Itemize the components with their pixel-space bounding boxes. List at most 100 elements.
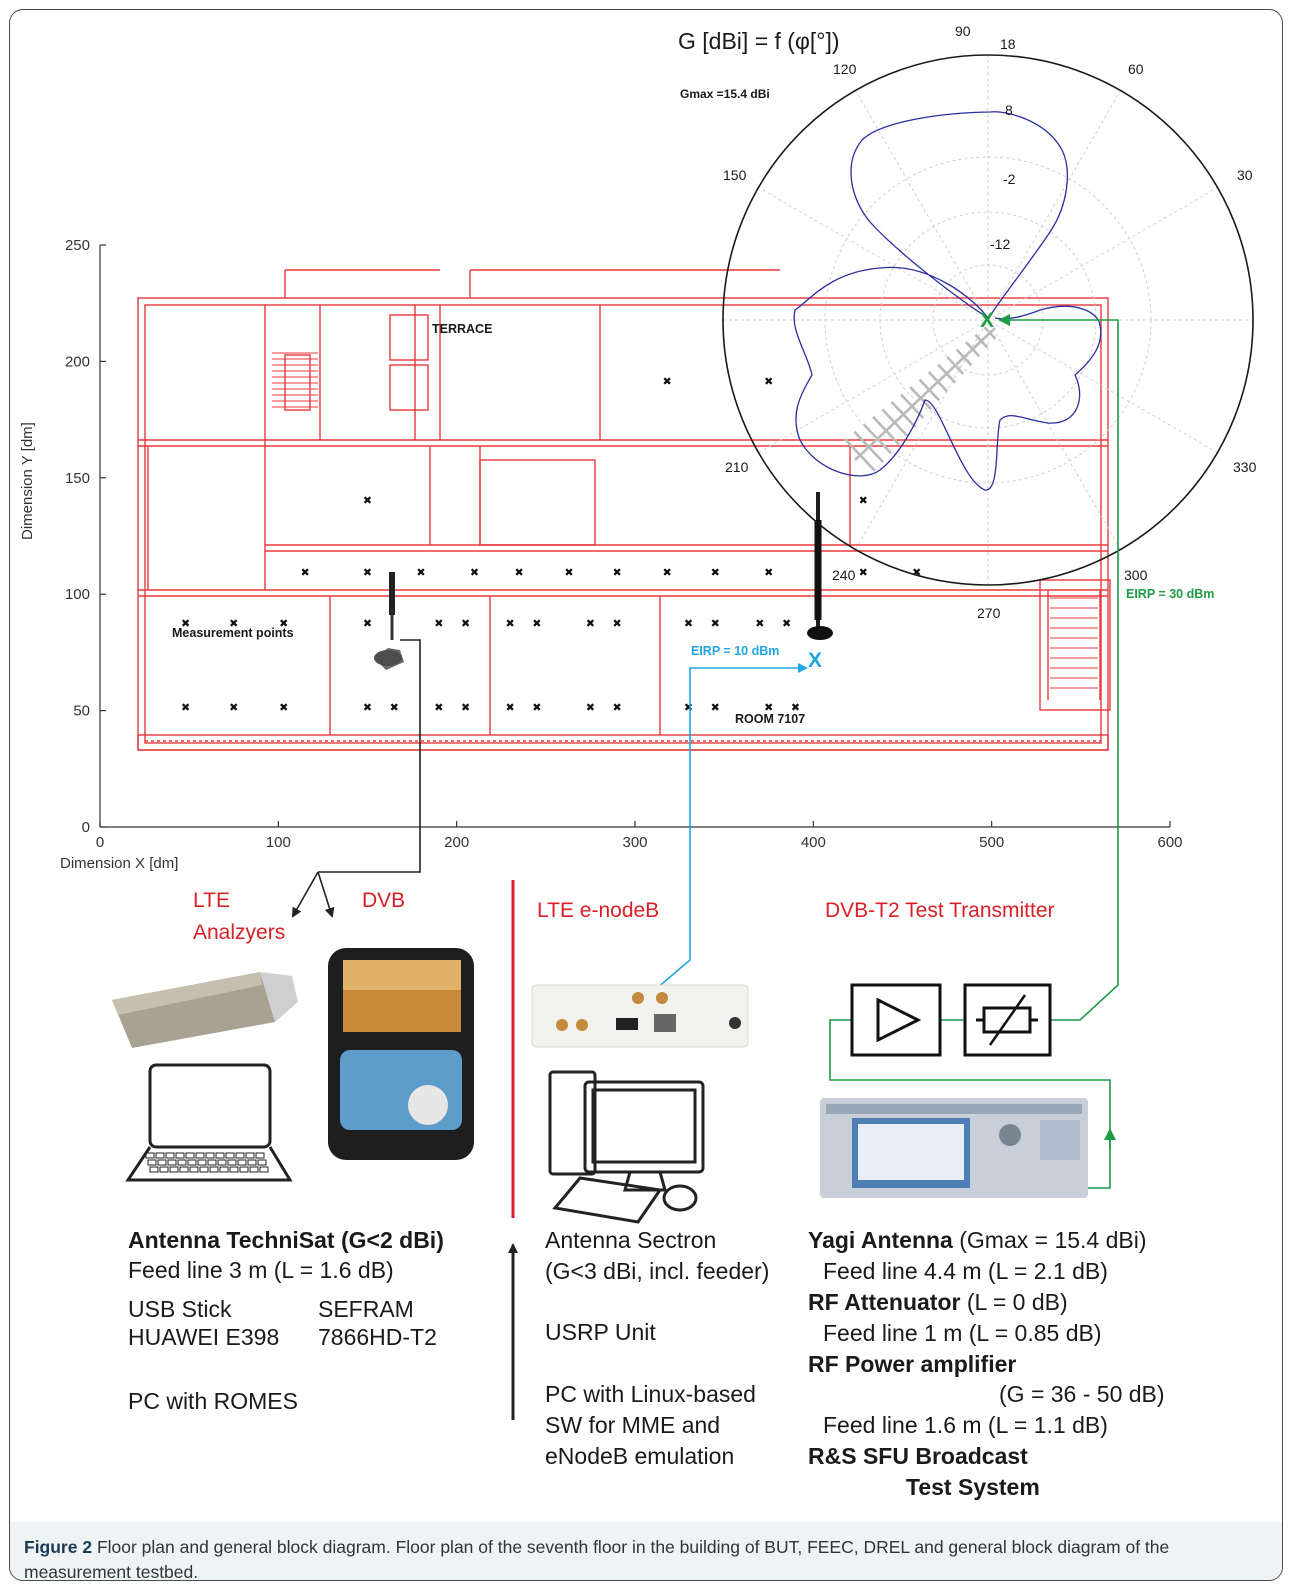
- y-tick-label: 150: [65, 470, 90, 487]
- x-tick-label: 500: [979, 834, 1004, 851]
- keyboard-key: [147, 1159, 157, 1166]
- sfu-to-amp-line: [829, 1019, 1111, 1150]
- keyboard-key: [197, 1159, 207, 1166]
- yagi-element: [983, 326, 997, 340]
- sefram-line1: SEFRAM: [318, 1296, 414, 1322]
- lte-enodeb-title: LTE e-nodeB: [537, 899, 660, 922]
- eirp-dvb-label: EIRP = 30 dBm: [1126, 587, 1215, 601]
- amplifier-gain: (G = 36 - 50 dB): [999, 1381, 1165, 1407]
- yagi-element: [890, 400, 917, 428]
- measurement-point: ✖: [912, 566, 921, 579]
- yagi-element: [918, 378, 941, 402]
- measurement-point: ✖: [613, 566, 622, 579]
- dvb-feed-line: [998, 314, 1119, 1021]
- measurement-point: ✖: [506, 701, 515, 714]
- measurement-point: ✖: [532, 701, 541, 714]
- y-tick-label: 50: [73, 703, 90, 720]
- attenuator-feed: Feed line 1 m (L = 0.85 dB): [823, 1320, 1102, 1346]
- dvb-title: DVB: [362, 889, 406, 912]
- measurement-point: ✖: [782, 617, 791, 630]
- measurement-point: ✖: [684, 617, 693, 630]
- keyboard-key: [187, 1159, 197, 1166]
- measurement-point: ✖: [764, 701, 773, 714]
- keyboard-key: [259, 1166, 269, 1173]
- usrp-unit-image: [531, 984, 749, 1048]
- x-tick-label: 200: [444, 834, 469, 851]
- lte-analyzers-title-1: LTE: [193, 889, 230, 912]
- measurement-point: ✖: [461, 701, 470, 714]
- x-tick-label: 100: [266, 834, 291, 851]
- polar-title: G [dBi] = f (φ[°]): [678, 28, 840, 54]
- sectron-line2: (G<3 dBi, incl. feeder): [545, 1258, 770, 1284]
- yagi-element: [909, 386, 933, 411]
- keyboard-key: [179, 1166, 189, 1173]
- sfu-test-system-image: [820, 1098, 1088, 1198]
- lte-analyzers-title-2: Analzyers: [193, 921, 286, 944]
- yagi-feed: Feed line 4.4 m (L = 2.1 dB): [823, 1258, 1108, 1284]
- keyboard-key: [155, 1152, 165, 1159]
- x-axis-label: Dimension X [dm]: [60, 855, 179, 872]
- measurement-point: ✖: [662, 375, 671, 388]
- keyboard-key: [159, 1166, 169, 1173]
- yagi-antenna: [844, 326, 997, 472]
- yagi-element: [853, 430, 884, 463]
- keyboard-key: [145, 1152, 155, 1159]
- amplifier-feed: Feed line 1.6 m (L = 1.1 dB): [823, 1412, 1108, 1438]
- measurement-point: ✖: [279, 617, 288, 630]
- angle-210: 210: [725, 459, 749, 475]
- keyboard-key: [199, 1166, 209, 1173]
- technisat-feed: Feed line 3 m (L = 1.6 dB): [128, 1257, 394, 1283]
- measurement-point: ✖: [229, 701, 238, 714]
- yagi-gain: (Gmax = 15.4 dBi): [952, 1227, 1147, 1253]
- sefram-line2: 7866HD-T2: [318, 1324, 437, 1350]
- usb-stick-line1: USB Stick: [128, 1296, 232, 1322]
- yagi-element: [862, 423, 892, 455]
- measurement-point: ✖: [613, 701, 622, 714]
- y-tick-label: 200: [65, 353, 90, 370]
- radial-minus2: -2: [1003, 171, 1016, 187]
- measurement-point: ✖: [791, 701, 800, 714]
- keyboard-key: [235, 1152, 245, 1159]
- sectron-antenna: [807, 492, 833, 640]
- technisat-antenna-name: Antenna TechniSat (G<2 dBi): [128, 1227, 444, 1253]
- desktop-pc-image: [548, 1070, 705, 1224]
- measurement-point: ✖: [300, 566, 309, 579]
- dvb-tx-mark: X: [980, 309, 995, 332]
- pc-linux-line3: eNodeB emulation: [545, 1443, 735, 1469]
- angle-240: 240: [832, 567, 856, 583]
- eirp-lte-label: EIRP = 10 dBm: [691, 644, 780, 658]
- sfu-line1: R&S SFU Broadcast: [808, 1443, 1028, 1469]
- keyboard-key: [225, 1152, 235, 1159]
- laptop-image: [125, 1063, 293, 1182]
- measurement-point: ✖: [181, 701, 190, 714]
- measurement-points-label: Measurement points: [172, 626, 294, 640]
- sfu-line2: Test System: [906, 1474, 1040, 1500]
- yagi-element: [881, 408, 909, 437]
- measurement-point: ✖: [764, 566, 773, 579]
- keyboard-key: [185, 1152, 195, 1159]
- angle-300: 300: [1124, 567, 1148, 583]
- angle-60: 60: [1128, 61, 1144, 77]
- technisat-antenna: [374, 572, 404, 670]
- pc-romes: PC with ROMES: [128, 1388, 298, 1414]
- attenuator-block: [963, 983, 1052, 1057]
- lte-tx-mark: X: [808, 649, 823, 672]
- x-tick-label: 0: [96, 834, 104, 851]
- polar-spoke: [758, 187, 1218, 453]
- yagi-element: [937, 363, 957, 384]
- sectron-line1: Antenna Sectron: [545, 1227, 717, 1253]
- y-tick-label: 250: [65, 237, 90, 254]
- keyboard-key: [239, 1166, 249, 1173]
- gmax-label: Gmax =15.4 dBi: [680, 87, 770, 101]
- measurement-point: ✖: [711, 701, 720, 714]
- keyboard-key: [257, 1159, 267, 1166]
- measurement-point: ✖: [470, 566, 479, 579]
- yagi-element: [844, 438, 876, 472]
- measurement-point: ✖: [662, 566, 671, 579]
- radial-18: 18: [1000, 36, 1016, 52]
- angle-90: 90: [955, 23, 971, 39]
- keyboard-key: [205, 1152, 215, 1159]
- figure-caption: Figure 2 Floor plan and general block di…: [24, 1535, 1274, 1585]
